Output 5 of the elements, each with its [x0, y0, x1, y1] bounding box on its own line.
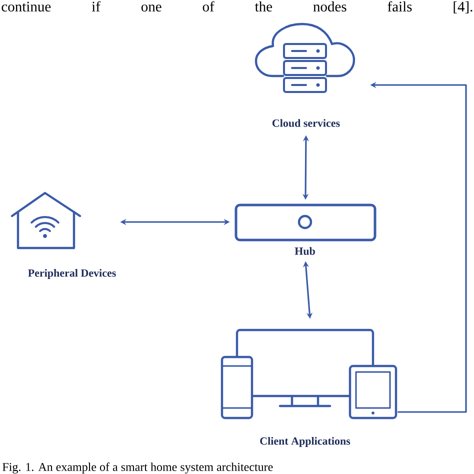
- node-text: Peripheral Devices: [28, 269, 116, 279]
- node-label: Hub: [294, 247, 315, 255]
- node-label: Client Applications: [260, 437, 350, 447]
- node-label: Cloud services: [272, 119, 340, 127]
- figure-caption: Fig. 1. An example of a smart home system architecture: [2, 462, 273, 474]
